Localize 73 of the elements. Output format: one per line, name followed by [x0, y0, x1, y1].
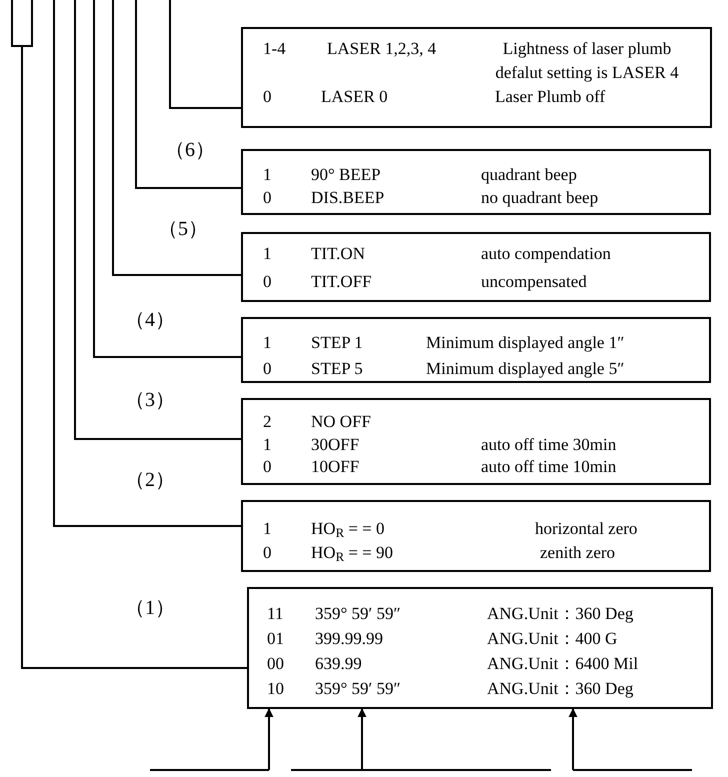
table-text: Minimum displayed angle 1″: [426, 333, 624, 353]
option-box: [241, 149, 711, 215]
table-text: 11: [267, 604, 284, 624]
option-box: [241, 398, 711, 485]
arrow: [290, 708, 552, 771]
table-text: 0: [263, 543, 272, 563]
callout-number: （1）: [125, 598, 175, 618]
connector-line: [169, 0, 241, 109]
table-text: Minimum displayed angle 5″: [426, 359, 624, 379]
table-text: 0: [263, 87, 272, 107]
arrow: [149, 708, 274, 771]
table-text: STEP 5: [311, 359, 363, 379]
option-box: [247, 587, 713, 709]
table-text: Laser Plumb off: [495, 87, 606, 107]
table-text: 639.99: [315, 654, 362, 674]
table-text: ANG.Unit：6400 Mil: [487, 654, 638, 674]
table-text: uncompensated: [481, 272, 587, 292]
option-box: [241, 27, 712, 128]
callout-number: （5）: [158, 219, 208, 239]
table-text: auto off time 30min: [481, 435, 616, 455]
table-text: auto off time 10min: [481, 457, 616, 477]
table-text: 01: [267, 629, 284, 649]
callout-number: （6）: [165, 140, 215, 160]
option-box: [241, 317, 711, 383]
table-text: NO OFF: [311, 412, 371, 432]
connector-line: [93, 0, 241, 358]
connector-line: [74, 0, 241, 440]
table-text: LASER 1,2,3, 4: [327, 39, 436, 59]
callout-number: （3）: [125, 390, 175, 410]
table-text: 30OFF: [311, 435, 360, 455]
callout-number: （4）: [125, 310, 175, 330]
table-text: 0: [263, 188, 272, 208]
table-text: no quadrant beep: [481, 188, 598, 208]
table-text: auto compendation: [481, 244, 611, 264]
table-text: DIS.BEEP: [311, 188, 384, 208]
table-text: 1: [263, 244, 272, 264]
connector-line: [135, 0, 241, 189]
table-text: TIT.OFF: [311, 272, 372, 292]
table-text: TIT.ON: [311, 244, 365, 264]
connector-line: [53, 0, 241, 527]
table-text: LASER 0: [321, 87, 388, 107]
table-text: horizontal zero: [535, 519, 638, 539]
table-text: HO$_{R}$ = = 0: [311, 519, 385, 539]
table-text: 1: [263, 435, 272, 455]
table-text: 399.99.99: [315, 629, 383, 649]
table-text: 1: [263, 519, 272, 539]
table-text: 0: [263, 359, 272, 379]
table-text: HO$_{R}$ = = 90: [311, 543, 394, 563]
table-text: 1: [263, 165, 272, 185]
table-text: 1: [263, 333, 272, 353]
table-text: ANG.Unit：360 Deg: [487, 679, 634, 699]
table-text: 0: [263, 272, 272, 292]
option-box: [241, 232, 711, 302]
table-text: Lightness of laser plumb defalut setting is LASER 4: [494, 38, 680, 84]
connector-line: [11, 0, 248, 669]
table-text: ANG.Unit：360 Deg: [487, 604, 634, 624]
table-text: 2: [263, 412, 272, 432]
connector-line: [112, 0, 241, 276]
table-text: 1-4: [263, 39, 286, 59]
table-text: 0: [263, 457, 272, 477]
option-box: [241, 500, 711, 572]
table-text: 00: [267, 654, 284, 674]
table-text: 359° 59′ 59″: [315, 604, 401, 624]
table-text: zenith zero: [540, 543, 616, 563]
table-text: 359° 59′ 59″: [315, 679, 401, 699]
callout-number: （2）: [125, 470, 175, 490]
table-text: STEP 1: [311, 333, 363, 353]
arrow: [568, 708, 693, 771]
table-text: quadrant beep: [481, 165, 577, 185]
table-text: 10: [267, 679, 284, 699]
table-text: 10OFF: [311, 457, 360, 477]
table-text: 90° BEEP: [311, 165, 381, 185]
table-text: ANG.Unit：400 G: [487, 629, 618, 649]
